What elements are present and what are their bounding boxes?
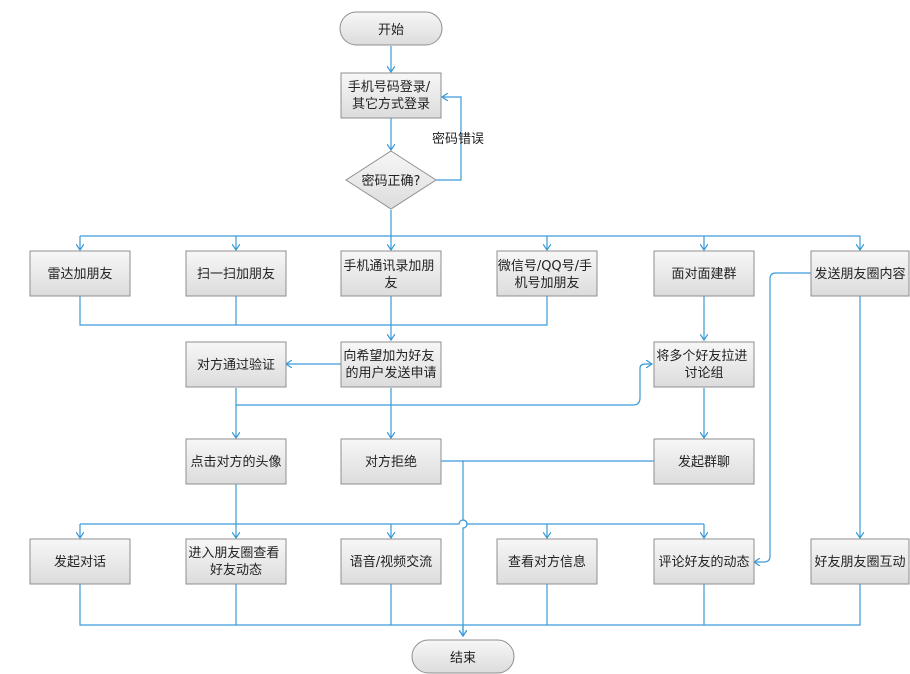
start-label: 开始 [378, 23, 404, 38]
view-moments-label: 进入朋友圈查看 好友动态 [188, 545, 283, 578]
moments-interact-node: 好友朋友圈互动 [810, 538, 910, 585]
password-decision: 密码正确? [345, 150, 437, 210]
radar-node: 雷达加朋友 [29, 250, 131, 297]
end-label: 结束 [450, 651, 476, 666]
moments-post-node: 发送朋友圈内容 [810, 250, 910, 297]
edge-verify-pull [236, 364, 652, 406]
click-avatar-node: 点击对方的头像 [185, 438, 287, 485]
edge-moments-post-comment [754, 272, 811, 562]
moments-interact-label: 好友朋友圈互动 [814, 554, 905, 570]
pull-group-label: 将多个好友拉进 讨论组 [656, 348, 751, 381]
view-info-label: 查看对方信息 [508, 554, 586, 570]
rejected-label: 对方拒绝 [365, 454, 417, 470]
radar-label: 雷达加朋友 [47, 266, 112, 282]
login-label: 手机号码登录/ 其它方式登录 [348, 80, 435, 112]
voice-video-node: 语音/视频交流 [340, 538, 442, 585]
comment-node: 评论好友的动态 [653, 538, 755, 585]
edge-wrong-password-loop [436, 97, 462, 181]
view-info-node: 查看对方信息 [496, 538, 598, 585]
decision-label: 密码正确? [362, 173, 421, 189]
end-node: 结束 [411, 639, 515, 674]
face-group-node: 面对面建群 [653, 250, 755, 297]
click-avatar-label: 点击对方的头像 [190, 454, 281, 470]
start-chat-node: 发起对话 [29, 538, 131, 585]
login-node: 手机号码登录/ 其它方式登录 [340, 72, 442, 119]
edge-avatar-bus [80, 519, 704, 525]
comment-label: 评论好友的动态 [658, 554, 749, 570]
start-node: 开始 [339, 11, 443, 46]
scan-label: 扫一扫加朋友 [197, 266, 275, 282]
contacts-label: 手机通讯录加朋 友 [343, 259, 438, 291]
edge-bottom-bus [79, 584, 861, 626]
wechat-id-label: 微信号/QQ号/手 机号加朋友 [498, 259, 596, 291]
edge-rejected-end [441, 460, 468, 636]
scan-node: 扫一扫加朋友 [185, 250, 287, 297]
verify-node: 对方通过验证 [185, 341, 287, 388]
pull-group-node: 将多个好友拉进 讨论组 [653, 341, 755, 388]
view-moments-node: 进入朋友圈查看 好友动态 [185, 538, 287, 585]
contacts-node: 手机通讯录加朋 友 [340, 250, 442, 297]
verify-label: 对方通过验证 [197, 357, 275, 373]
voice-video-label: 语音/视频交流 [350, 554, 432, 570]
edges [80, 46, 860, 636]
group-chat-node: 发起群聊 [653, 438, 755, 485]
start-chat-label: 发起对话 [54, 554, 106, 570]
group-chat-label: 发起群聊 [678, 454, 730, 470]
moments-post-label: 发送朋友圈内容 [814, 266, 905, 282]
send-request-node: 向希望加为好友 的用户发送申请 [340, 341, 442, 388]
rejected-node: 对方拒绝 [340, 438, 442, 485]
wechat-id-node: 微信号/QQ号/手 机号加朋友 [496, 250, 598, 297]
edge-add-friend-merge [79, 296, 548, 340]
send-request-label: 向希望加为好友 的用户发送申请 [343, 348, 438, 381]
edge-label-wrong-password: 密码错误 [432, 131, 484, 147]
face-group-label: 面对面建群 [671, 267, 736, 282]
